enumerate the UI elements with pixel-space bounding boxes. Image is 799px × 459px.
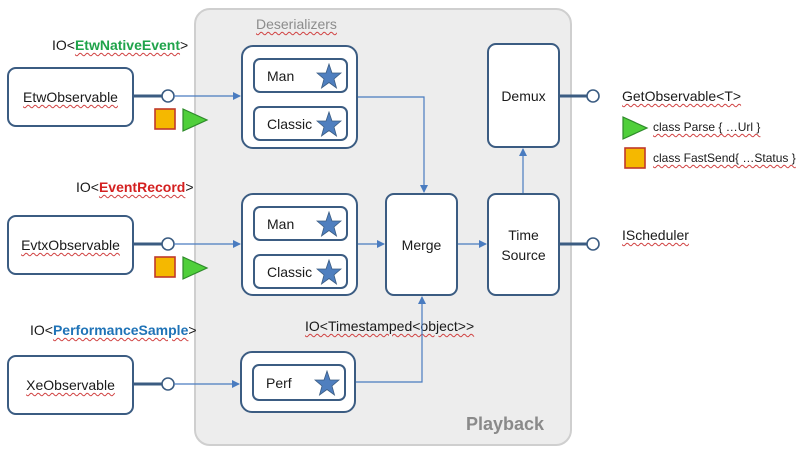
legend-fastsend-text: class FastSend{ …Status } — [653, 151, 796, 165]
legend-parse-text: class Parse { …Url } — [653, 120, 761, 134]
xe-type-label: IO<PerformanceSample> — [30, 322, 197, 338]
fastsend-square-icon — [624, 147, 646, 169]
etw-type-label: IO<EtwNativeEvent> — [52, 37, 189, 53]
xe-perf-label: Perf — [266, 374, 292, 391]
scheduler-label: IScheduler — [622, 227, 689, 243]
evtx-type-label: IO<EventRecord> — [76, 179, 194, 195]
evtx-observable-box: EvtxObservable — [7, 215, 134, 275]
etw-man-label: Man — [267, 67, 295, 84]
deserializers-title: Deserializers — [256, 16, 337, 32]
star-icon — [314, 370, 340, 396]
evtx-interface-connector — [134, 237, 175, 251]
get-observable-label: GetObservable<T> — [622, 88, 742, 104]
evtx-fastsend-square-icon — [154, 256, 176, 278]
evtx-classic-deserializer: Classic — [253, 254, 348, 289]
merge-box: Merge — [385, 193, 458, 296]
etw-parse-triangle-icon — [182, 108, 209, 132]
xe-deserializer-group: Perf — [240, 351, 356, 413]
etw-observable-box: EtwObservable — [7, 67, 134, 127]
evtx-man-label: Man — [267, 215, 295, 232]
parse-triangle-icon — [622, 116, 649, 140]
timestamped-type-label: IO<Timestamped<object>> — [305, 318, 475, 334]
evtx-parse-triangle-icon — [182, 256, 209, 280]
etw-classic-deserializer: Classic — [253, 106, 348, 141]
star-icon — [316, 63, 342, 89]
etw-deserializer-group: Man Classic — [241, 45, 358, 149]
evtx-classic-label: Classic — [267, 263, 313, 280]
star-icon — [316, 211, 342, 237]
etw-interface-connector — [134, 89, 175, 103]
etw-man-deserializer: Man — [253, 58, 348, 93]
playback-title: Playback — [466, 414, 545, 434]
etw-fastsend-square-icon — [154, 108, 176, 130]
xe-observable-box: XeObservable — [7, 355, 134, 415]
star-icon — [316, 259, 342, 285]
time-source-box: Time Source — [487, 193, 560, 296]
evtx-deserializer-group: Man Classic — [241, 193, 358, 296]
star-icon — [316, 111, 342, 137]
evtx-man-deserializer: Man — [253, 206, 348, 241]
xe-interface-connector — [134, 377, 175, 391]
demux-box: Demux — [487, 43, 560, 148]
xe-perf-deserializer: Perf — [252, 364, 346, 401]
etw-classic-label: Classic — [267, 115, 313, 132]
